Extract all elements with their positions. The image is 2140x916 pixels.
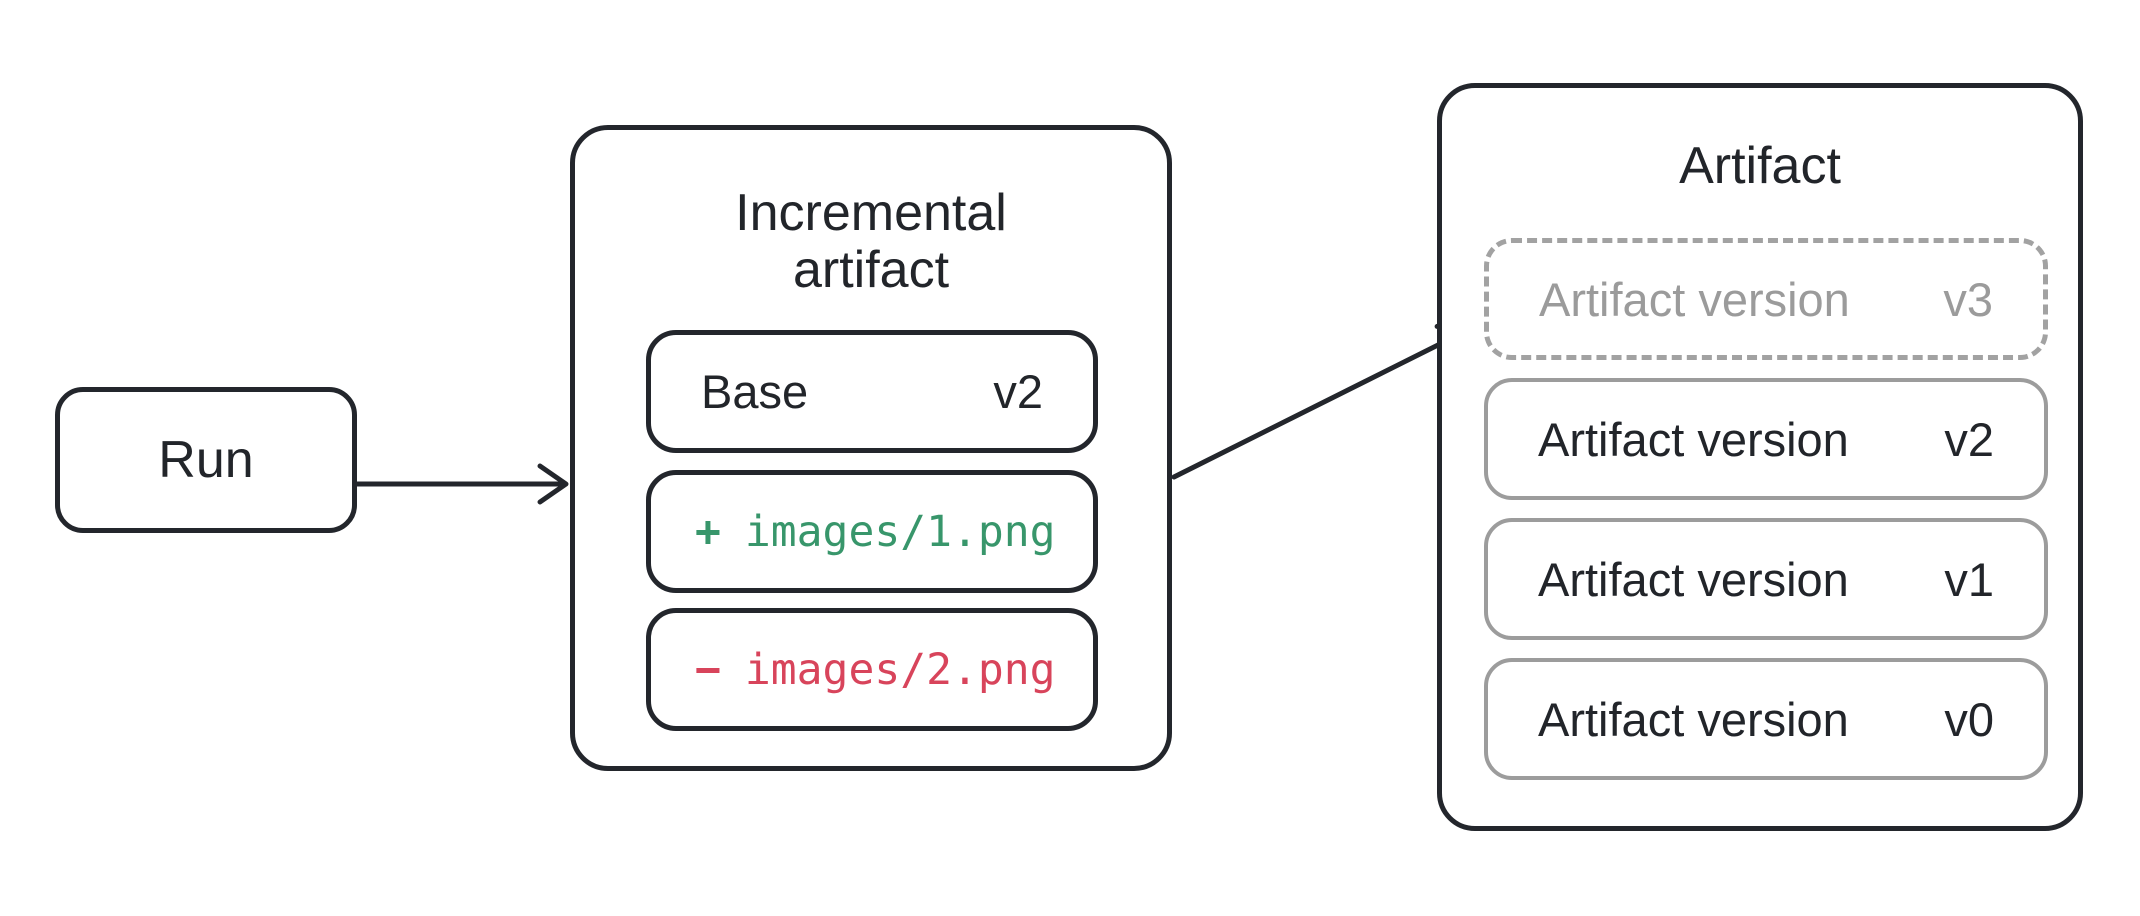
incremental-artifact-title: Incremental artifact (735, 184, 1007, 299)
artifact-version-item-v3-pending: Artifact version v3 (1484, 238, 2048, 360)
artifact-version-value: v1 (1944, 552, 1994, 606)
arrow-incremental-to-artifact-version (1171, 323, 1471, 480)
artifact-version-item-v2: Artifact version v2 (1484, 378, 2048, 500)
incremental-artifact-node: Incremental artifact Base v2 + images/1.… (570, 125, 1172, 771)
artifact-version-value: v0 (1944, 692, 1994, 746)
added-file-path: images/1.png (744, 506, 1056, 557)
arrow-head-icon (537, 463, 569, 505)
artifact-version-value: v3 (1943, 272, 1993, 326)
base-version-value: v2 (993, 365, 1043, 418)
plus-icon: + (695, 506, 721, 557)
removed-file-path: images/2.png (744, 644, 1056, 695)
artifact-version-item-v1: Artifact version v1 (1484, 518, 2048, 640)
artifact-version-value: v2 (1944, 412, 1994, 466)
diff-removed-file-item: − images/2.png (646, 608, 1098, 731)
base-version-item: Base v2 (646, 330, 1098, 453)
artifact-version-item-v0: Artifact version v0 (1484, 658, 2048, 780)
artifact-version-label: Artifact version (1538, 412, 1849, 466)
artifact-version-label: Artifact version (1538, 692, 1849, 746)
base-label: Base (701, 365, 809, 418)
artifact-node: Artifact Artifact version v3 Artifact ve… (1437, 83, 2083, 831)
artifact-title: Artifact (1679, 137, 1841, 195)
diff-added-file-item: + images/1.png (646, 470, 1098, 593)
artifact-version-label: Artifact version (1538, 552, 1849, 606)
run-node: Run (55, 387, 357, 533)
run-label: Run (158, 431, 254, 489)
arrow-run-to-incremental (354, 463, 569, 505)
artifact-version-label: Artifact version (1539, 272, 1850, 326)
arrow-line (1171, 331, 1463, 480)
minus-icon: − (695, 644, 721, 695)
